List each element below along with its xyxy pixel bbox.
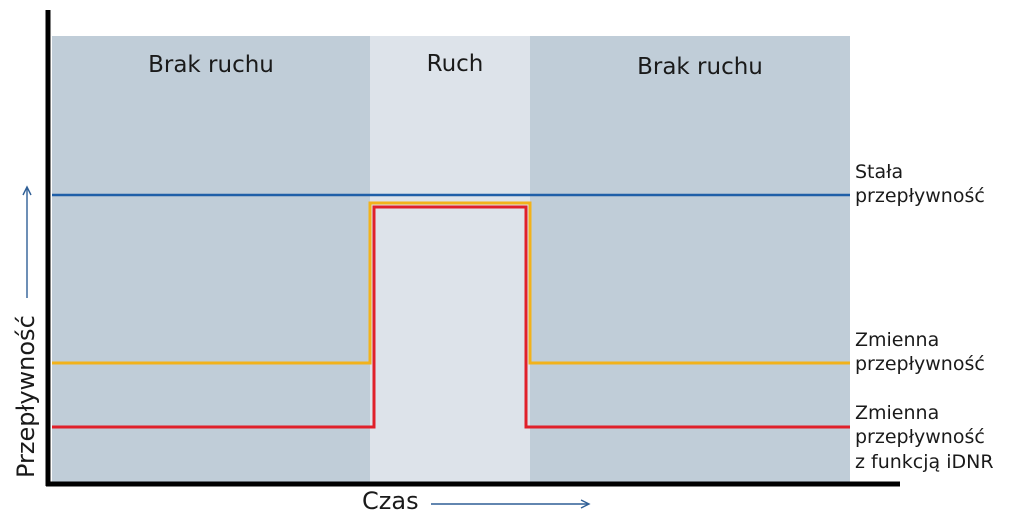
series-label-variable: Zmienna przepływność [855, 329, 985, 375]
series-label-variable-line-2: przepływność [855, 353, 985, 375]
series-label-constant-line-1: Stała [855, 161, 903, 183]
region-label-motion: Ruch [427, 51, 484, 77]
series-variable-bitrate-idnr-line [52, 205, 850, 429]
series-variable-bitrate-line [52, 201, 850, 365]
series-label-variable-line-1: Zmienna [855, 329, 939, 351]
series-label-constant: Stała przepływność [855, 161, 985, 207]
x-axis-title: Czas [362, 487, 419, 515]
region-label-no-motion-right: Brak ruchu [637, 54, 763, 80]
x-axis-arrow-icon [431, 499, 591, 509]
region-motion [370, 36, 530, 484]
series-label-constant-line-2: przepływność [855, 185, 985, 207]
region-no-motion-right [530, 36, 850, 484]
region-label-no-motion-left: Brak ruchu [148, 52, 274, 78]
series-label-idnr-line-1: Zmienna [855, 402, 939, 424]
series-label-idnr-line-2: przepływność [855, 426, 985, 448]
region-no-motion-left [52, 36, 370, 484]
series-label-variable-idnr: Zmienna przepływność z funkcją iDNR [855, 402, 994, 473]
y-axis-title: Przepływność [12, 315, 40, 478]
series-label-idnr-line-3: z funkcją iDNR [855, 451, 994, 473]
y-axis-arrow-icon [22, 185, 32, 298]
